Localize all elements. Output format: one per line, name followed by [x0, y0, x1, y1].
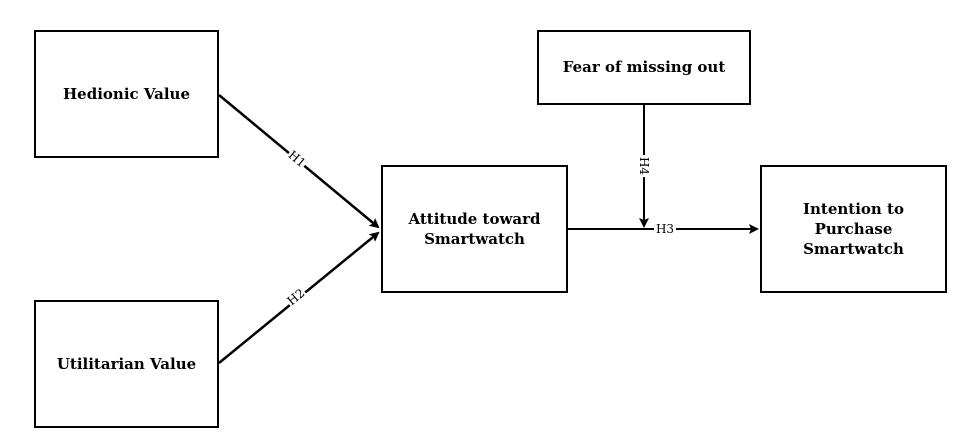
- edge-h2-label: H2: [285, 286, 308, 308]
- edge-h4: H4: [637, 105, 651, 228]
- node-fomo-label: Fear of missing out: [562, 58, 726, 77]
- node-hedonic-value: Hedionic Value: [34, 30, 219, 158]
- edge-h3: H3: [568, 222, 759, 236]
- node-fear-of-missing-out: Fear of missing out: [537, 30, 751, 105]
- node-attitude-label: Attitude toward Smartwatch: [408, 209, 541, 248]
- node-hedonic-value-label: Hedionic Value: [63, 84, 190, 103]
- edge-h4-label: H4: [637, 157, 651, 175]
- edge-h2: H2: [218, 231, 380, 364]
- node-utilitarian-value: Utilitarian Value: [34, 300, 219, 428]
- node-attitude-toward-smartwatch: Attitude toward Smartwatch: [381, 165, 568, 293]
- node-intention-to-purchase: Intention to Purchase Smartwatch: [760, 165, 947, 293]
- edge-h3-label: H3: [656, 222, 674, 236]
- edge-h1: H1: [218, 94, 380, 229]
- node-intention-label: Intention to Purchase Smartwatch: [803, 199, 904, 259]
- node-utilitarian-value-label: Utilitarian Value: [56, 354, 197, 373]
